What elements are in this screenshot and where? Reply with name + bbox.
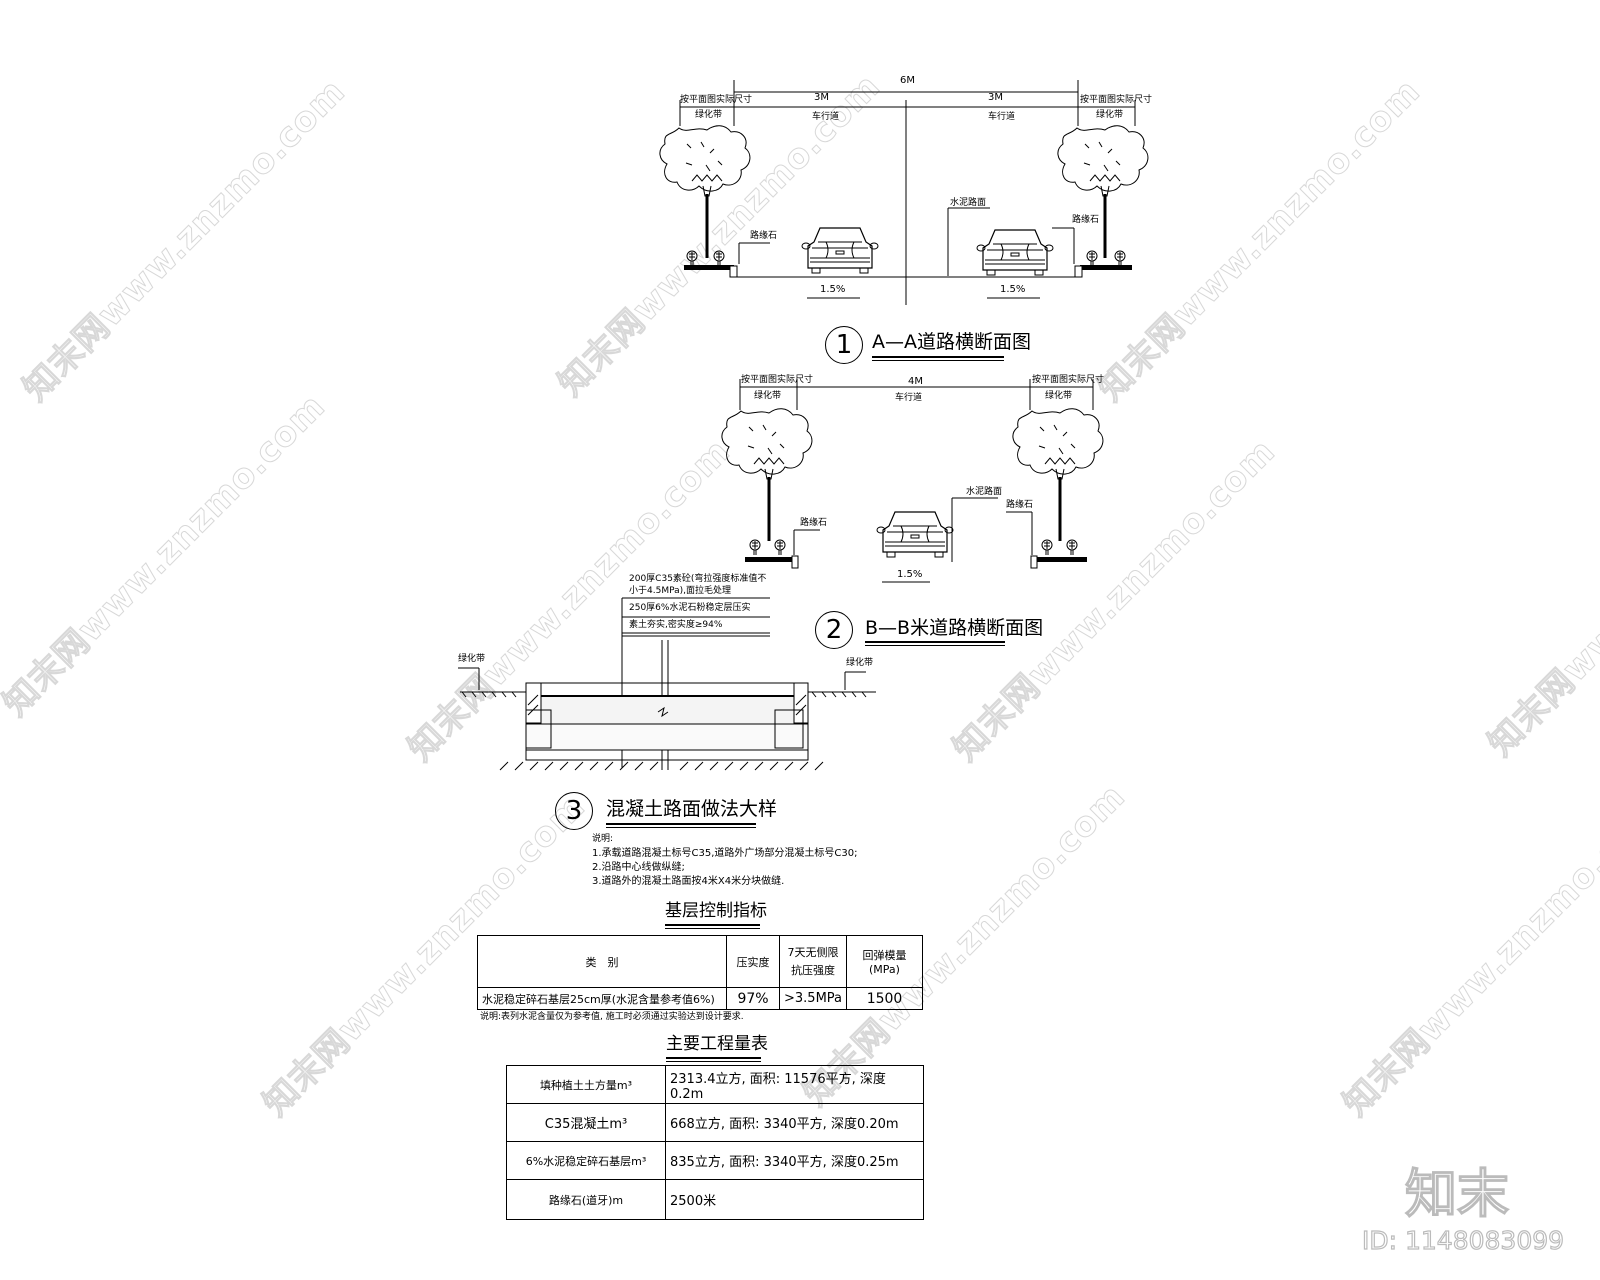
- header-compaction: 压实度: [726, 935, 780, 988]
- table-row: 水泥稳定碎石基层25cm厚(水泥含量参考值6%) 97% >3.5MPa 150…: [477, 987, 923, 1010]
- carriageway-label: 车行道: [812, 112, 840, 122]
- title-underline: [872, 356, 1004, 361]
- note-2: 2.沿路中心线做纵缝;: [592, 862, 685, 873]
- cell-compaction: 97%: [726, 987, 780, 1010]
- cell-strength: >3.5MPa: [778, 987, 848, 1010]
- cell-quantity: 2500米: [665, 1179, 924, 1220]
- side-dim-label-left: 按平面图实际尺寸: [741, 375, 814, 385]
- title-underline: [606, 823, 756, 828]
- header-7day-strength: 7天无侧限 抗压强度: [778, 935, 848, 988]
- table-row: 填种植土土方量m³ 2313.4立方, 面积: 11576平方, 深度0.2m: [506, 1065, 924, 1104]
- section-number-2: 2: [815, 611, 853, 649]
- green-belt-label: 绿化带: [1096, 110, 1124, 120]
- section-bb-title: B—B米道路横断面图: [865, 617, 1044, 639]
- side-dim-label-left: 按平面图实际尺寸: [680, 95, 753, 105]
- lane-width-dim-right: 3M: [988, 92, 1003, 103]
- side-dim-label-right: 按平面图实际尺寸: [1080, 95, 1153, 105]
- header-7day-line1: 7天无侧限: [787, 945, 839, 959]
- green-belt-label: 绿化带: [754, 391, 782, 401]
- title-underline: [865, 641, 1005, 646]
- total-width-dim: 4M: [908, 376, 923, 387]
- slope-label: 1.5%: [1000, 284, 1026, 295]
- green-belt-label: 绿化带: [695, 110, 723, 120]
- surface-label: 水泥路面: [966, 487, 1003, 497]
- header-category: 类 别: [477, 935, 727, 988]
- cell-item: 路缘石(道牙)m: [506, 1179, 666, 1220]
- layer-label-1b: 小于4.5MPa),面拉毛处理: [629, 586, 731, 596]
- cell-modulus: 1500: [846, 987, 923, 1010]
- surface-label: 水泥路面: [950, 198, 987, 208]
- table-note: 说明:表列水泥含量仅为参考值, 施工时必须通过实验达到设计要求.: [480, 1012, 744, 1022]
- layer-label-2: 250厚6%水泥石粉稳定层压实: [629, 603, 751, 613]
- title-underline: [666, 1057, 761, 1062]
- cell-category: 水泥稳定碎石基层25cm厚(水泥含量参考值6%): [477, 987, 727, 1010]
- notes-title: 说明:: [592, 834, 614, 844]
- section-number-1: 1: [825, 326, 863, 364]
- title-underline: [665, 924, 760, 929]
- quantity-table-title: 主要工程量表: [666, 1034, 768, 1054]
- header-modulus: 回弹模量(MPa): [846, 935, 923, 988]
- slope-label: 1.5%: [897, 569, 923, 580]
- curb-label: 路缘石: [1072, 215, 1100, 225]
- cell-item: C35混凝土m³: [506, 1103, 666, 1142]
- note-1: 1.承载道路混凝土标号C35,道路外广场部分混凝土标号C30;: [592, 848, 858, 859]
- curb-label: 路缘石: [800, 518, 828, 528]
- asset-id: ID: 1148083099: [1361, 1225, 1565, 1255]
- total-width-dim: 6M: [900, 75, 915, 86]
- section-number-3: 3: [555, 792, 593, 830]
- curb-label: 路缘石: [1006, 500, 1034, 510]
- note-3: 3.道路外的混凝土路面按4米X4米分块做缝.: [592, 876, 785, 887]
- side-dim-label-right: 按平面图实际尺寸: [1032, 375, 1105, 385]
- green-belt-label: 绿化带: [1045, 391, 1073, 401]
- cell-quantity: 2313.4立方, 面积: 11576平方, 深度0.2m: [665, 1065, 924, 1104]
- table-row: C35混凝土m³ 668立方, 面积: 3340平方, 深度0.20m: [506, 1103, 924, 1142]
- pavement-detail-title: 混凝土路面做法大样: [606, 798, 778, 820]
- lane-width-dim-left: 3M: [814, 92, 829, 103]
- cell-quantity: 835立方, 面积: 3340平方, 深度0.25m: [665, 1141, 924, 1180]
- base-control-title: 基层控制指标: [665, 901, 767, 921]
- brand-logo: 知末: [1404, 1164, 1510, 1225]
- slope-label: 1.5%: [820, 284, 846, 295]
- base-control-table: 类 别 压实度 7天无侧限 抗压强度 回弹模量(MPa) 水泥稳定碎石基层25c…: [477, 935, 923, 1010]
- curb-label: 路缘石: [750, 231, 778, 241]
- section-aa-title: A—A道路横断面图: [872, 331, 1031, 353]
- carriageway-label: 车行道: [988, 112, 1016, 122]
- table-row: 路缘石(道牙)m 2500米: [506, 1179, 924, 1220]
- quantity-table: 填种植土土方量m³ 2313.4立方, 面积: 11576平方, 深度0.2m …: [506, 1065, 924, 1220]
- cell-item: 6%水泥稳定碎石基层m³: [506, 1141, 666, 1180]
- table-row: 6%水泥稳定碎石基层m³ 835立方, 面积: 3340平方, 深度0.25m: [506, 1141, 924, 1180]
- header-7day-line2: 抗压强度: [791, 963, 835, 977]
- layer-label-3: 素土夯实,密实度≥94%: [629, 620, 723, 630]
- layer-label-1: 200厚C35素砼(弯拉强度标准值不: [629, 574, 767, 584]
- green-belt-label: 绿化带: [458, 654, 486, 664]
- cell-quantity: 668立方, 面积: 3340平方, 深度0.20m: [665, 1103, 924, 1142]
- carriageway-label: 车行道: [895, 393, 923, 403]
- cell-item: 填种植土土方量m³: [506, 1065, 666, 1104]
- green-belt-label: 绿化带: [846, 658, 874, 668]
